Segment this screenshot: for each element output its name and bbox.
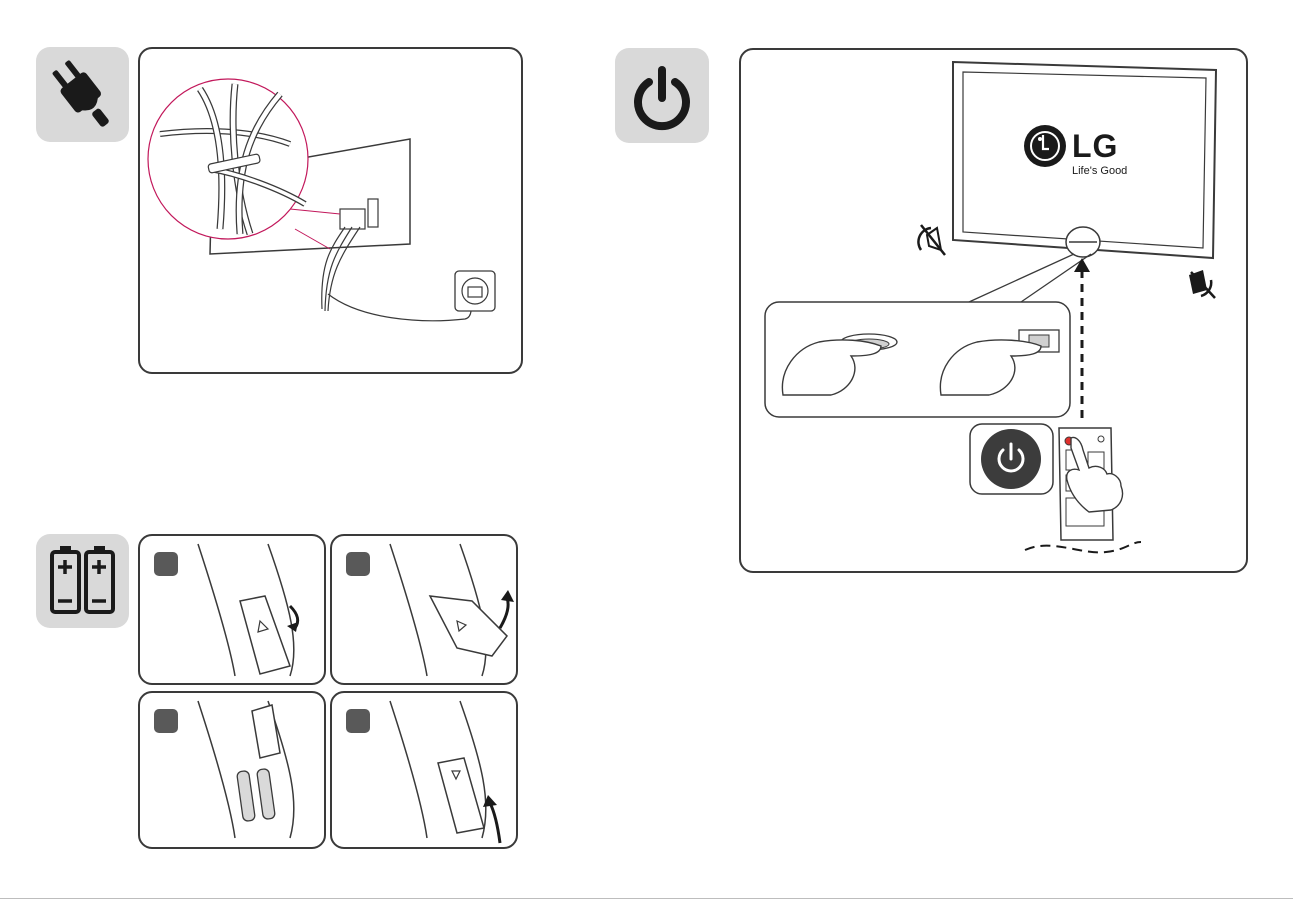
battery-step-4-panel: [330, 691, 518, 849]
plug-icon-tile: [36, 47, 129, 142]
remote-cover-close-illustration: [332, 693, 516, 847]
power-icon: [615, 48, 709, 143]
battery-icon: [36, 534, 129, 628]
cable-management-panel: [138, 47, 523, 374]
lg-face-icon: [1024, 125, 1066, 167]
page-bottom-rule: [0, 898, 1293, 899]
battery-insert-illustration: [140, 693, 324, 847]
power-on-panel: [739, 48, 1248, 573]
remote-cover-lift-illustration: [332, 536, 516, 683]
lg-logo: LG Life's Good: [1024, 125, 1134, 185]
battery-step-3-panel: [138, 691, 326, 849]
power-on-illustration: [741, 50, 1246, 571]
brand-tagline: Life's Good: [1072, 165, 1127, 177]
battery-step-1-panel: [138, 534, 326, 685]
plug-icon: [36, 47, 129, 142]
power-icon-tile: [615, 48, 709, 143]
cable-management-illustration: [140, 49, 521, 372]
battery-step-2-panel: [330, 534, 518, 685]
brand-name: LG: [1072, 127, 1118, 165]
lg-logo-mark: [1024, 125, 1066, 167]
battery-icon-tile: [36, 534, 129, 628]
remote-cover-open-illustration: [140, 536, 324, 683]
